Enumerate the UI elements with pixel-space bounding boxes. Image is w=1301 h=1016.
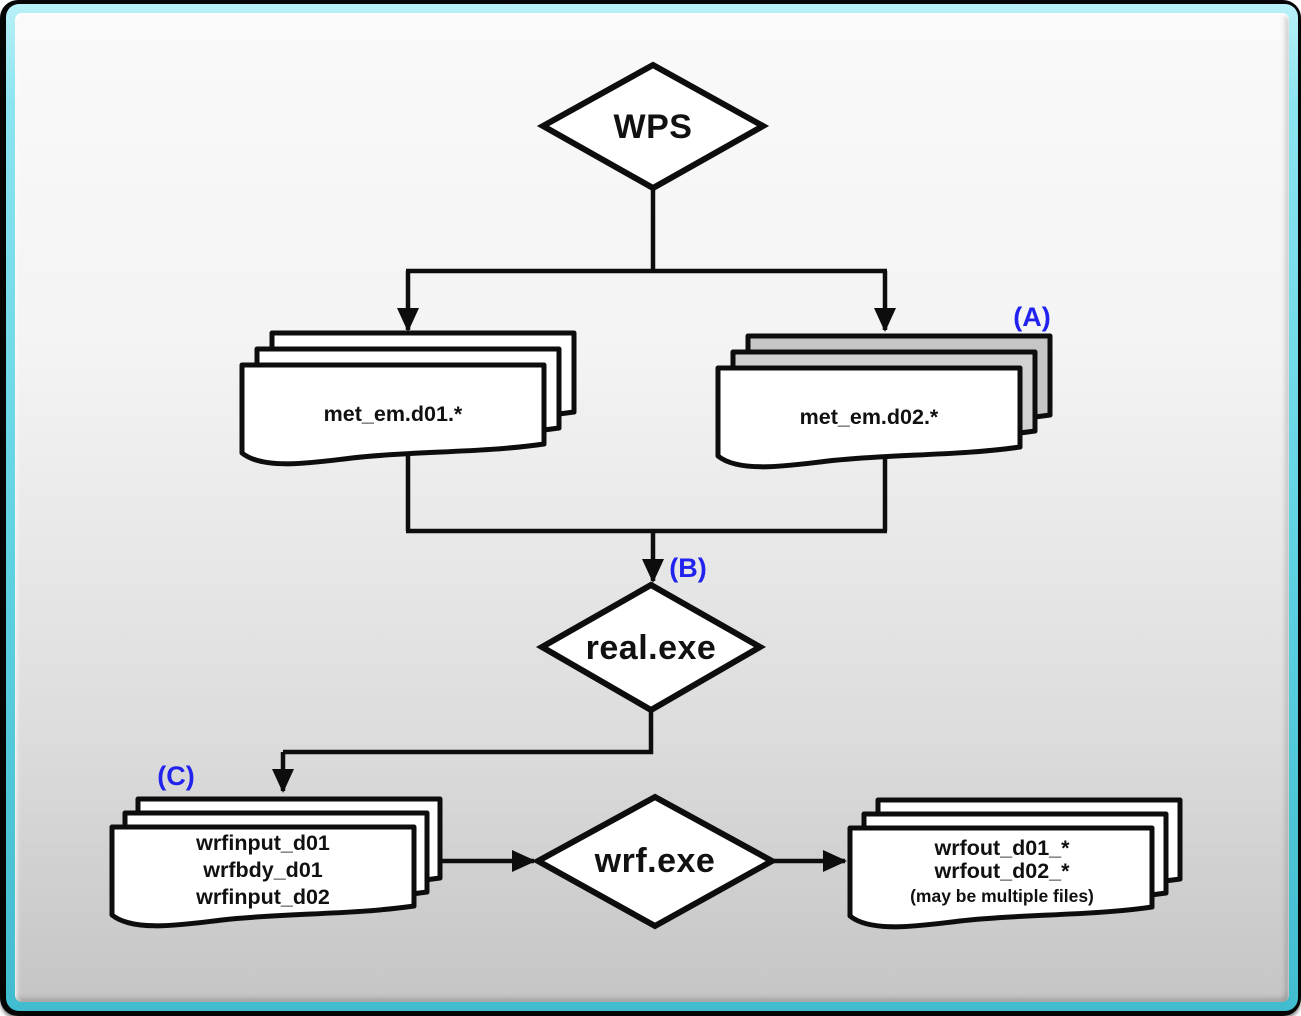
wps-label: WPS [614, 108, 693, 146]
wrf-inputs-line2: wrfbdy_d01 [202, 858, 323, 882]
wrf-exe-diamond [531, 793, 779, 930]
met-d02-label: met_em.d02.* [800, 405, 939, 429]
wps-diamond [536, 61, 770, 192]
stack-wrf-outputs: wrfout_d01_* wrfout_d02_* (may be multip… [850, 800, 1180, 927]
real-exe-label: real.exe [586, 629, 717, 667]
wrf-exe-label: wrf.exe [594, 842, 716, 880]
wrf-outputs-line3: (may be multiple files) [910, 886, 1094, 906]
wrf-inputs-line3: wrfinput_d02 [195, 885, 330, 909]
wrf-outputs-line1: wrfout_d01_* [933, 836, 1070, 860]
stack-met-d02: met_em.d02.* [718, 336, 1050, 467]
connector-wps-split [406, 186, 887, 274]
wrf-outputs-line2: wrfout_d02_* [933, 859, 1070, 883]
tag-a: (A) [1013, 302, 1050, 332]
connector-real-to-inputs [283, 708, 654, 755]
met-d01-label: met_em.d01.* [324, 402, 463, 426]
wrf-inputs-line1: wrfinput_d01 [195, 831, 330, 855]
tag-c: (C) [157, 761, 194, 791]
stack-met-d01: met_em.d01.* [242, 333, 574, 464]
node-wrf-exe: wrf.exe [531, 793, 779, 930]
node-real-exe: real.exe [535, 581, 767, 714]
node-wps: WPS [536, 61, 770, 192]
real-exe-diamond [535, 581, 767, 714]
tag-b: (B) [669, 553, 706, 583]
connector-met-merge [405, 452, 888, 534]
stack-wrf-inputs: wrfinput_d01 wrfbdy_d01 wrfinput_d02 [112, 799, 440, 926]
